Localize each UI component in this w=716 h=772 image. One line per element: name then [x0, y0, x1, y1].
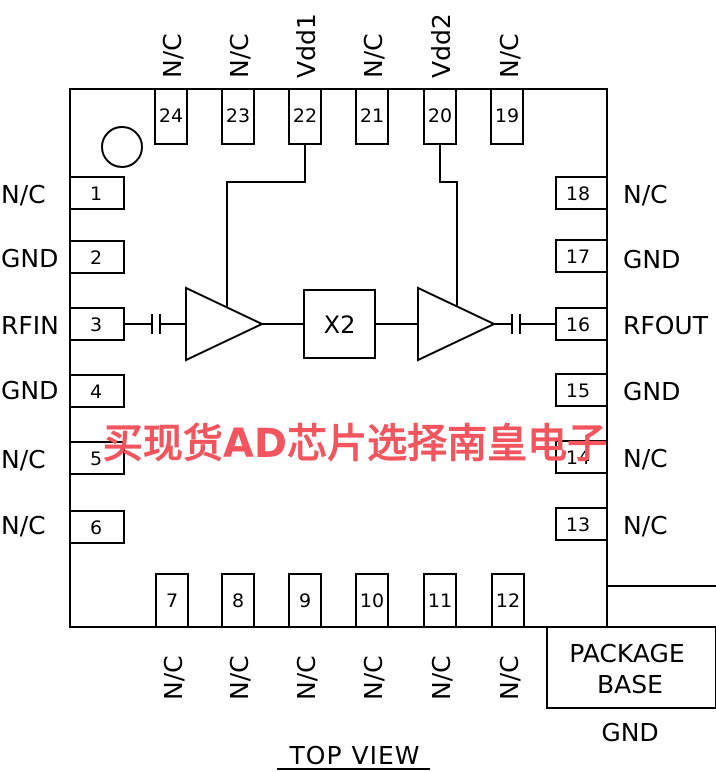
pin-label-9: N/C [292, 655, 321, 700]
pin-number-21: 21 [360, 105, 384, 127]
pin-label-3: RFIN [1, 311, 59, 340]
pin-pad-17 [555, 239, 608, 273]
pin-number-8: 8 [232, 590, 244, 612]
pin-pad-12 [491, 573, 525, 628]
pin-label-17: GND [623, 245, 680, 274]
pin-number-13: 13 [566, 514, 590, 536]
package-base-line2: BASE [597, 670, 663, 699]
pin-number-12: 12 [496, 590, 520, 612]
pin-number-11: 11 [428, 590, 452, 612]
pin-number-4: 4 [90, 381, 102, 403]
pin-number-1: 1 [90, 183, 102, 205]
pin-pad-21 [355, 88, 389, 145]
pin-pad-18 [555, 176, 608, 210]
doubler-label: X2 [324, 311, 356, 339]
pin-pad-4 [69, 374, 125, 408]
pin-label-7: N/C [159, 655, 188, 700]
pin-pad-2 [69, 240, 125, 274]
pin-number-10: 10 [360, 590, 384, 612]
watermark-text: 买现货AD芯片选择南皇电子 [103, 421, 607, 467]
pin-number-3: 3 [90, 314, 102, 336]
pin1-marker [101, 126, 143, 168]
pin-number-5: 5 [90, 448, 102, 470]
pin-number-20: 20 [428, 105, 452, 127]
pin-pad-24 [154, 88, 188, 145]
pin-label-12: N/C [495, 655, 524, 700]
pin-number-7: 7 [166, 590, 178, 612]
pin-number-2: 2 [90, 247, 102, 269]
pin-label-2: GND [1, 244, 58, 273]
pin-label-20: Vdd2 [427, 13, 456, 78]
pin-pad-15 [555, 373, 608, 407]
pin-label-14: N/C [623, 444, 668, 473]
pin-label-22: Vdd1 [292, 13, 321, 78]
pin-pad-3 [69, 307, 125, 341]
pin-number-17: 17 [566, 246, 590, 268]
pin-pad-1 [69, 176, 125, 210]
pin-label-1: N/C [1, 180, 46, 209]
amplifier-1 [185, 286, 265, 362]
pin-label-5: N/C [1, 445, 46, 474]
pin-pad-5 [69, 441, 125, 475]
view-title: TOP VIEW [289, 741, 421, 770]
pin-label-13: N/C [623, 511, 668, 540]
pin-number-15: 15 [566, 380, 590, 402]
vdd1-bias-line [226, 144, 306, 307]
pin-pad-23 [221, 88, 255, 145]
package-body [69, 88, 608, 628]
pin-pad-19 [490, 88, 524, 145]
pin-pad-13 [555, 507, 608, 541]
pin-pad-14 [555, 440, 608, 474]
pin-number-24: 24 [159, 105, 183, 127]
pin-label-8: N/C [225, 655, 254, 700]
vdd2-bias-line [439, 144, 458, 307]
pin-pad-9 [288, 573, 322, 628]
pin-number-22: 22 [293, 105, 317, 127]
pin-pad-11 [423, 573, 457, 628]
pin-number-23: 23 [226, 105, 250, 127]
pin-number-18: 18 [566, 183, 590, 205]
pin-pad-6 [69, 510, 125, 544]
package-base-line1: PACKAGE [569, 639, 684, 668]
pin-number-14: 14 [566, 447, 590, 469]
pin-pad-10 [355, 573, 389, 628]
pin-number-9: 9 [299, 590, 311, 612]
pin-pad-7 [155, 573, 189, 628]
input-capacitor [151, 314, 161, 334]
pin-label-10: N/C [359, 655, 388, 700]
pin-label-23: N/C [225, 33, 254, 78]
pin-label-24: N/C [158, 33, 187, 78]
pin-number-16: 16 [566, 314, 590, 336]
pin-pad-22 [288, 88, 322, 145]
pin-label-11: N/C [427, 655, 456, 700]
pin-pad-8 [221, 573, 255, 628]
pin-label-15: GND [623, 377, 680, 406]
pin-label-16: RFOUT [623, 311, 709, 340]
pin-label-19: N/C [495, 33, 524, 78]
pin-number-6: 6 [90, 517, 102, 539]
output-capacitor [511, 314, 521, 334]
pin-number-19: 19 [495, 105, 519, 127]
pin-label-6: N/C [1, 511, 46, 540]
pin-label-18: N/C [623, 180, 668, 209]
package-base-gnd-label: GND [601, 718, 658, 747]
pin-pad-16 [555, 307, 608, 341]
package-base-box [546, 626, 716, 709]
pin-label-21: N/C [359, 33, 388, 78]
pin-label-4: GND [1, 376, 58, 405]
